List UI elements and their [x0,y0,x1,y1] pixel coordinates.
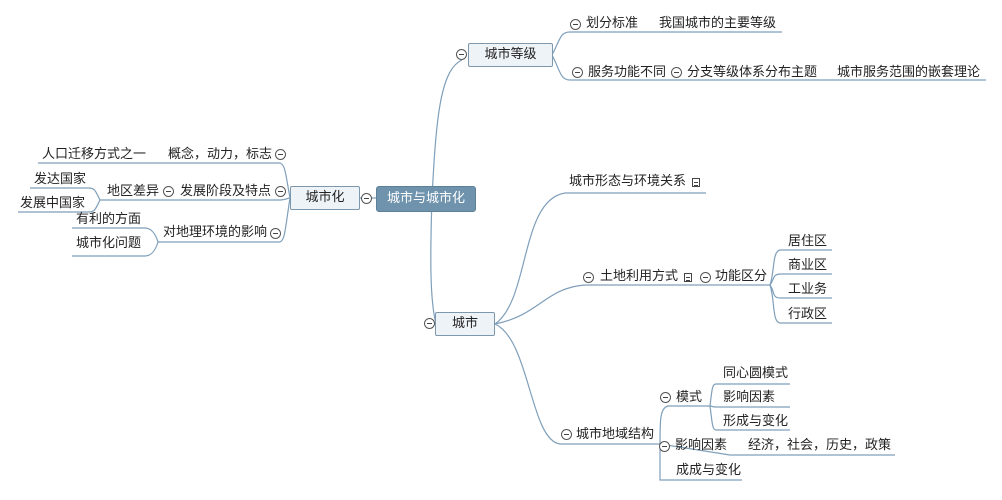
collapse-toggle-icon[interactable] [572,67,583,78]
zone-item[interactable]: 行政区 [788,307,828,322]
model-item[interactable]: 影响因素 [723,390,776,405]
root-node[interactable]: 城市与城市化 [376,186,476,212]
collapse-toggle-icon[interactable] [660,392,671,403]
collapse-toggle-icon[interactable] [583,272,594,283]
node-criteria[interactable]: 划分标准 [586,16,639,31]
model-item[interactable]: 形成与变化 [723,414,789,429]
note-icon[interactable] [692,178,700,187]
node-stages[interactable]: 发展阶段及特点 [180,184,272,199]
node-land-use[interactable]: 土地利用方式 [600,269,679,284]
zone-item[interactable]: 居住区 [788,234,828,249]
node-main-levels[interactable]: 我国城市的主要等级 [659,16,777,31]
node-formation[interactable]: 成成与变化 [676,463,742,478]
collapse-toggle-icon[interactable] [671,67,682,78]
note-icon[interactable] [684,273,692,282]
node-factors[interactable]: 影响因素 [675,438,728,453]
node-problems[interactable]: 城市化问题 [76,236,142,251]
collapse-toggle-icon[interactable] [456,49,467,60]
collapse-toggle-icon[interactable] [361,193,372,204]
collapse-toggle-icon[interactable] [275,186,286,197]
collapse-toggle-icon[interactable] [700,272,711,283]
node-developed[interactable]: 发达国家 [34,172,87,187]
node-service[interactable]: 服务功能不同 [588,65,667,80]
collapse-toggle-icon[interactable] [561,429,572,440]
zone-item[interactable]: 商业区 [788,258,828,273]
node-concept[interactable]: 概念，动力，标志 [168,147,273,162]
model-item[interactable]: 同心圆模式 [723,366,789,381]
collapse-toggle-icon[interactable] [270,228,281,239]
collapse-toggle-icon[interactable] [570,19,581,30]
node-impact[interactable]: 对地理环境的影响 [163,225,268,240]
node-city[interactable]: 城市 [435,312,495,336]
node-model[interactable]: 模式 [676,390,703,405]
node-nesting[interactable]: 城市服务范围的嵌套理论 [837,65,981,80]
node-favorable[interactable]: 有利的方面 [76,212,142,227]
collapse-toggle-icon[interactable] [424,318,435,329]
node-factors-list[interactable]: 经济，社会，历史，政策 [748,438,892,453]
node-theme[interactable]: 分支等级体系分布主题 [687,65,818,80]
node-city-hierarchy[interactable]: 城市等级 [468,43,553,67]
node-urbanization[interactable]: 城市化 [290,186,360,210]
node-structure[interactable]: 城市地域结构 [576,427,655,442]
collapse-toggle-icon[interactable] [163,186,174,197]
node-migration[interactable]: 人口迁移方式之一 [42,147,147,162]
zone-item[interactable]: 工业务 [788,282,828,297]
collapse-toggle-icon[interactable] [659,441,670,452]
node-regional[interactable]: 地区差异 [107,184,160,199]
node-developing[interactable]: 发展中国家 [20,196,86,211]
collapse-toggle-icon[interactable] [275,149,286,160]
node-zoning[interactable]: 功能区分 [715,269,768,284]
node-form[interactable]: 城市形态与环境关系 [569,174,687,189]
